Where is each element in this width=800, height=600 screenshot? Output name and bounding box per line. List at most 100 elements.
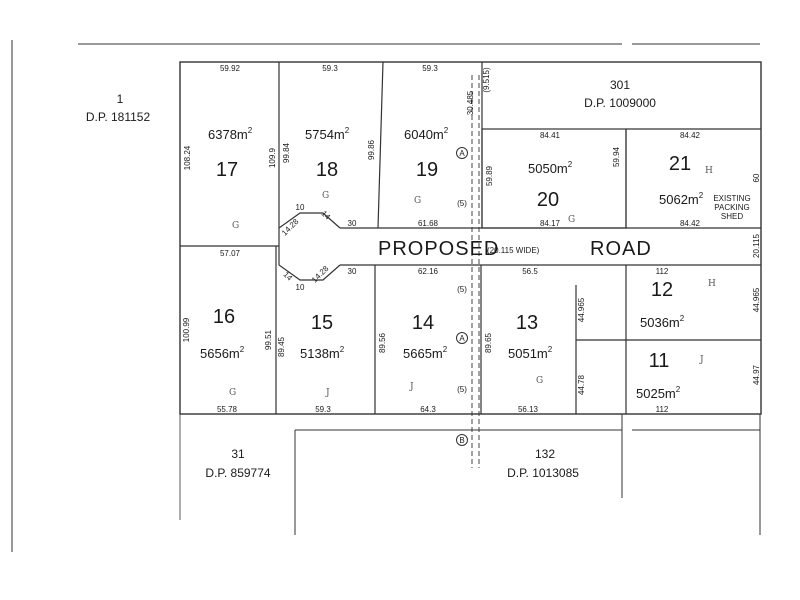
dimension: 84.17	[540, 219, 561, 228]
lot-number: 18	[316, 159, 338, 181]
dimension: 44.965	[752, 287, 761, 312]
soil-mark: J	[409, 382, 414, 392]
dimension: 112	[656, 267, 669, 276]
neighbour-dp: D.P. 1013085	[507, 466, 579, 480]
lot-area: 5050m2	[528, 160, 573, 176]
dimension: (9.515)	[482, 67, 491, 93]
dimension: 10	[296, 203, 305, 212]
dimension: 14	[281, 270, 294, 283]
soil-mark: G	[568, 215, 575, 225]
lot-number: 21	[669, 153, 691, 175]
lot-area: 5656m2	[200, 345, 245, 361]
dimension: 30	[348, 219, 357, 228]
dimension: 44.965	[577, 297, 586, 322]
neighbour-lot-number: 31	[231, 447, 245, 461]
dimension: 100.99	[182, 317, 191, 342]
shed-label: EXISTING	[713, 194, 750, 203]
easement-a-marker	[456, 147, 468, 159]
lot-number: 19	[416, 159, 438, 181]
dimension: 44.97	[752, 364, 761, 385]
lot-number: 15	[311, 312, 333, 334]
lot-area: 6378m2	[208, 126, 253, 142]
easement-a-label: A	[459, 334, 465, 343]
dimension: 108.24	[183, 145, 192, 170]
dimension: 84.42	[680, 219, 701, 228]
lot-area: 5025m2	[636, 385, 681, 401]
dimension: 64.3	[420, 405, 436, 414]
lot-number: 11	[649, 350, 670, 372]
lot-number: 16	[213, 306, 235, 328]
dimension: 99.51	[264, 329, 273, 350]
soil-mark: J	[699, 355, 704, 365]
dimension: 89.56	[378, 332, 387, 353]
neighbour-dp: D.P. 859774	[205, 466, 270, 480]
road-label-suffix: ROAD	[590, 238, 652, 260]
dimension: 60	[752, 173, 761, 182]
dimension: 56.5	[522, 267, 538, 276]
dimension: 89.45	[277, 336, 286, 357]
road-label: PROPOSED	[378, 238, 499, 260]
neighbour-dp: D.P. 1009000	[584, 96, 656, 110]
lot-area: 5665m2	[403, 345, 448, 361]
dimension: 30.485	[466, 90, 475, 115]
road-width-note: (20.115 WIDE)	[487, 246, 540, 255]
dimension: 99.86	[367, 139, 376, 160]
dimension: 99.84	[282, 142, 291, 163]
dimension: 14.28	[280, 217, 301, 238]
soil-mark: G	[414, 196, 421, 206]
lot-area: 5051m2	[508, 345, 553, 361]
soil-mark: G	[229, 388, 236, 398]
lot-number: 12	[651, 279, 673, 301]
dimension: 59.3	[322, 64, 338, 73]
dimension: 59.89	[485, 165, 494, 186]
dimension: 57.07	[220, 249, 241, 258]
dimension: 84.41	[540, 131, 561, 140]
dimension: 10	[296, 283, 305, 292]
soil-mark: H	[708, 279, 716, 289]
dimension: 61.68	[418, 219, 439, 228]
dimension: 59.92	[220, 64, 241, 73]
dimension: 109.9	[268, 147, 277, 168]
lot-20-frame	[481, 128, 627, 229]
dimension: 59.3	[315, 405, 331, 414]
easement-width: (5)	[457, 285, 467, 294]
shed-label: PACKING	[714, 203, 749, 212]
dimension: 59.94	[612, 146, 621, 167]
boundary-18-19	[377, 61, 384, 229]
easement-a-marker	[456, 332, 468, 344]
dimension: 89.65	[484, 332, 493, 353]
neighbour-lot-number: 301	[610, 78, 630, 92]
lot-number: 17	[216, 159, 238, 181]
dimension: 59.3	[422, 64, 438, 73]
lot-number: 14	[412, 312, 434, 334]
soil-mark: G	[322, 191, 329, 201]
lot-number: 13	[516, 312, 538, 334]
dimension: 55.78	[217, 405, 238, 414]
dimension: 30	[348, 267, 357, 276]
subdivision-boundary	[179, 61, 762, 415]
neighbour-lot-number: 1	[117, 92, 124, 106]
lot-number: 20	[537, 189, 559, 211]
easement-a-label: A	[459, 149, 465, 158]
lot-area: 5138m2	[300, 345, 345, 361]
shed-label: SHED	[721, 212, 743, 221]
easement-b-label: B	[459, 436, 464, 445]
dimension: 20.115	[752, 234, 761, 258]
soil-mark: J	[325, 388, 330, 398]
neighbour-lot-number: 132	[535, 447, 555, 461]
lot-area: 6040m2	[404, 126, 449, 142]
lot-area: 5062m2	[659, 191, 704, 207]
soil-mark: G	[232, 221, 239, 231]
dimension: 14.28	[310, 264, 331, 285]
neighbour-dp: D.P. 181152	[86, 110, 151, 124]
easement-width: (5)	[457, 385, 467, 394]
dimension: 44.78	[577, 374, 586, 395]
dimension: 62.16	[418, 267, 439, 276]
dimension: 56.13	[518, 405, 539, 414]
dimension: 112	[656, 405, 669, 414]
lot-area: 5754m2	[305, 126, 350, 142]
soil-mark: G	[536, 376, 543, 386]
easement-b-marker	[456, 434, 468, 446]
soil-mark: H	[705, 166, 713, 176]
